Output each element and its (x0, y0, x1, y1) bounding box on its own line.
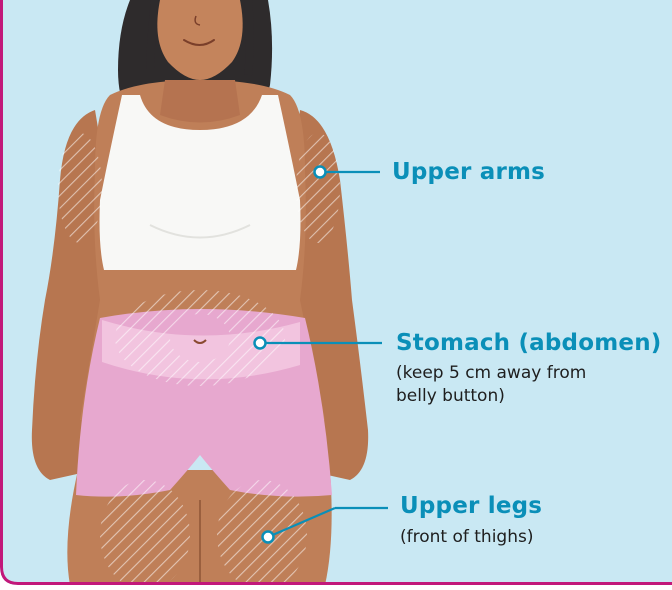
marker-upper-legs (263, 532, 274, 543)
marker-upper-arms (315, 167, 326, 178)
label-upper-arms: Upper arms (392, 159, 545, 185)
upper-arm-site-right (296, 133, 340, 243)
upper-leg-site-right (217, 480, 307, 585)
note-stomach-line2: belly button) (396, 386, 505, 407)
upper-leg-site-left (100, 480, 190, 585)
note-upper-legs: (front of thighs) (400, 527, 534, 548)
upper-arm-site-left (58, 133, 102, 243)
neck (160, 80, 240, 123)
marker-stomach (255, 338, 266, 349)
label-stomach: Stomach (abdomen) (396, 330, 661, 356)
note-stomach-line1: (keep 5 cm away from (396, 363, 586, 384)
label-upper-legs: Upper legs (400, 493, 542, 519)
